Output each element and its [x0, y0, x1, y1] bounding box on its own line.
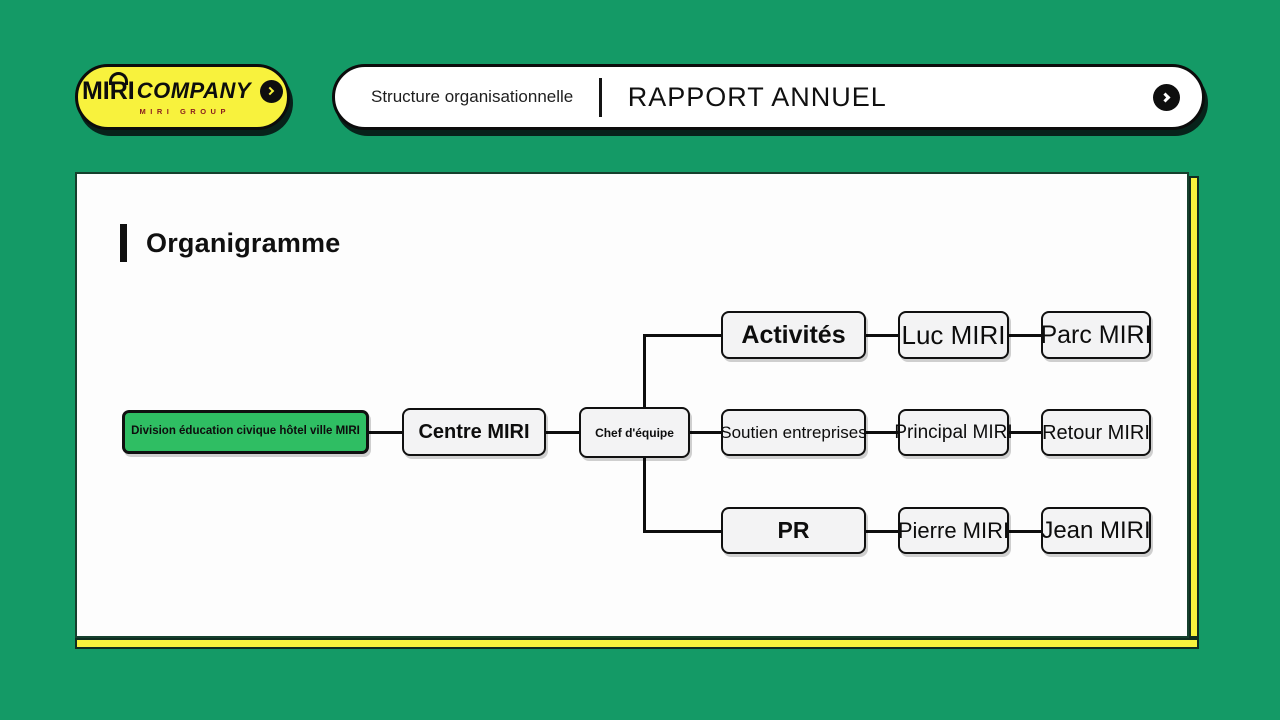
header-divider: [599, 77, 602, 117]
breadcrumb: Structure organisationnelle: [371, 87, 574, 106]
connector-manager-branch2: [690, 431, 721, 434]
brand-wordmark: MIRI: [82, 71, 135, 104]
org-node-root: Division éducation civique hôtel ville M…: [122, 410, 369, 454]
section-title: Organigramme: [146, 228, 341, 258]
org-node-manager: Chef d'équipe: [579, 407, 690, 458]
org-node-branch3-lead: PR: [721, 507, 866, 554]
org-node-branch2-member2: Retour MIRI: [1041, 409, 1151, 456]
connector-trunk-up: [643, 334, 646, 409]
brand-logo-pill: MIRI COMPANY MIRI GROUP: [75, 64, 290, 130]
org-node-branch1-member1: Luc MIRI: [898, 311, 1009, 359]
org-node-branch3-member1: Pierre MIRI: [898, 507, 1009, 554]
org-node-center: Centre MIRI: [402, 408, 546, 456]
report-card: Organigramme Division éducation civique …: [75, 172, 1199, 649]
connector-branch2-m2: [1009, 431, 1041, 434]
brand-wordmark-row: MIRI COMPANY: [82, 71, 284, 104]
org-chart-canvas: Organigramme Division éducation civique …: [75, 172, 1189, 638]
org-node-branch1-member2: Parc MIRI: [1040, 311, 1152, 359]
chevron-right-icon: [265, 86, 275, 96]
org-node-branch2-member1: Principal MIRI: [894, 409, 1013, 456]
connector-branch3-m2: [1009, 530, 1041, 533]
connector-branch1: [643, 334, 721, 337]
org-node-branch2-lead: Soutien entreprises: [720, 409, 867, 456]
connector-trunk-down: [643, 458, 646, 533]
page-title: RAPPORT ANNUEL: [627, 81, 887, 112]
connector-center-manager: [546, 431, 579, 434]
header-next-button[interactable]: [1153, 83, 1180, 111]
connector-branch3: [643, 530, 721, 533]
connector-branch1-m1: [866, 334, 898, 337]
brand-arc-decoration: [108, 71, 128, 85]
page-header-pill: Structure organisationnelle RAPPORT ANNU…: [332, 64, 1205, 130]
connector-branch2-m1: [866, 431, 898, 434]
brand-arrow-button[interactable]: [260, 79, 284, 103]
card-edge-right-decoration: [1189, 176, 1199, 638]
org-node-branch3-member2: Jean MIRI: [1041, 507, 1151, 554]
card-edge-bottom-decoration: [75, 638, 1199, 649]
section-title-bar: [120, 224, 127, 262]
connector-branch3-m1: [866, 530, 898, 533]
connector-root-center: [369, 431, 402, 434]
chevron-right-icon: [1160, 92, 1170, 102]
connector-branch1-m2: [1009, 334, 1041, 337]
org-node-branch1-lead: Activités: [721, 311, 866, 359]
brand-subtitle: MIRI GROUP: [139, 106, 230, 116]
brand-wordmark-suffix: COMPANY: [136, 78, 252, 103]
